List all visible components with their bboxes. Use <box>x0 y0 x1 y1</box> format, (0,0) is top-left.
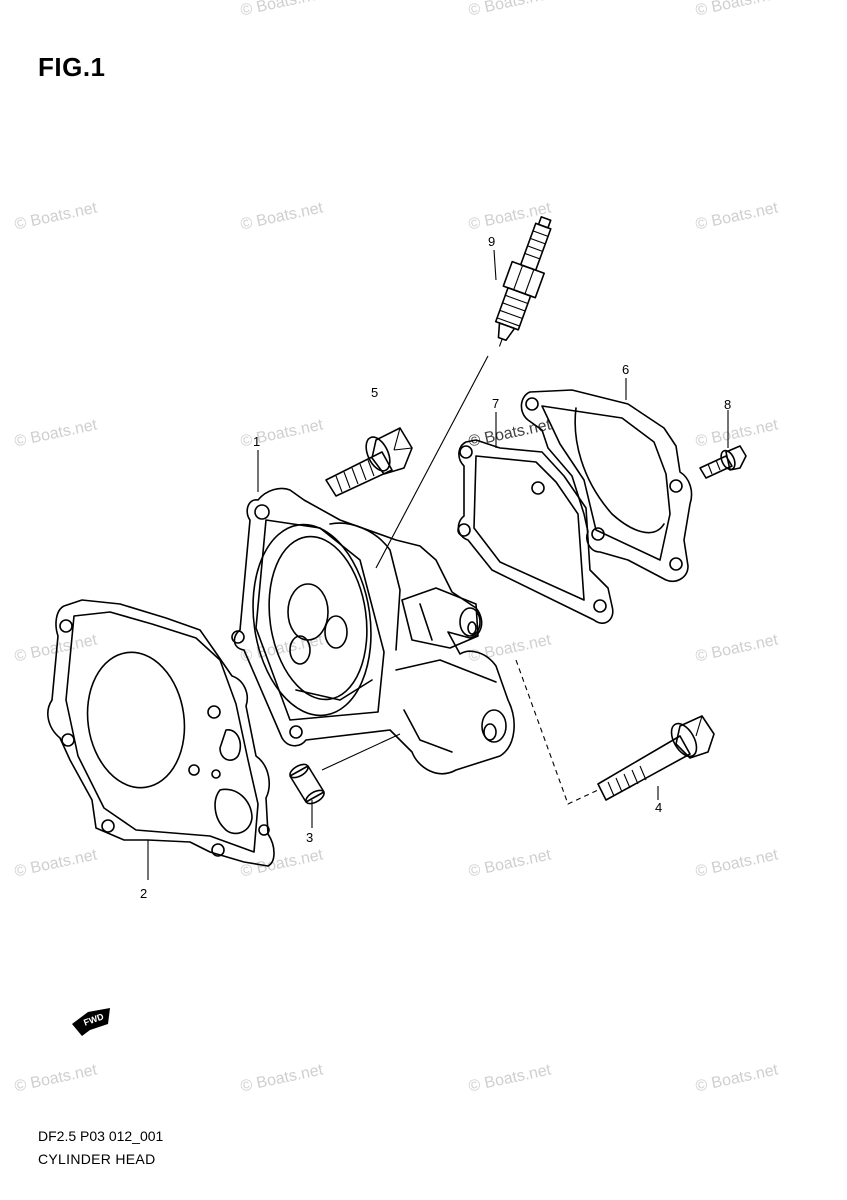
drawing-name: CYLINDER HEAD <box>38 1151 156 1167</box>
cover <box>520 389 693 582</box>
cylinder-head <box>231 487 515 775</box>
callout-1: 1 <box>253 434 261 449</box>
spark-plug <box>494 216 552 347</box>
dowel-pin <box>289 763 325 805</box>
leader-line <box>375 355 489 569</box>
long-bolt <box>597 715 715 801</box>
callout-3: 3 <box>306 830 314 845</box>
figure-title: FIG.1 <box>38 52 106 82</box>
cover-gasket <box>457 439 614 624</box>
bolt <box>325 427 413 497</box>
head-gasket <box>47 599 275 867</box>
forward-arrow-icon: FWD <box>72 1008 110 1036</box>
callout-8: 8 <box>724 397 732 412</box>
small-bolt <box>699 445 747 479</box>
drawing-code: DF2.5 P03 012_001 <box>38 1128 164 1144</box>
leader-line <box>493 249 497 281</box>
leader-line <box>321 733 401 771</box>
callout-6: 6 <box>622 362 630 377</box>
callout-2: 2 <box>140 886 148 901</box>
callout-7: 7 <box>492 396 500 411</box>
callout-4: 4 <box>655 800 663 815</box>
callout-9: 9 <box>488 234 496 249</box>
leader-line <box>515 659 599 805</box>
callout-5: 5 <box>371 385 379 400</box>
